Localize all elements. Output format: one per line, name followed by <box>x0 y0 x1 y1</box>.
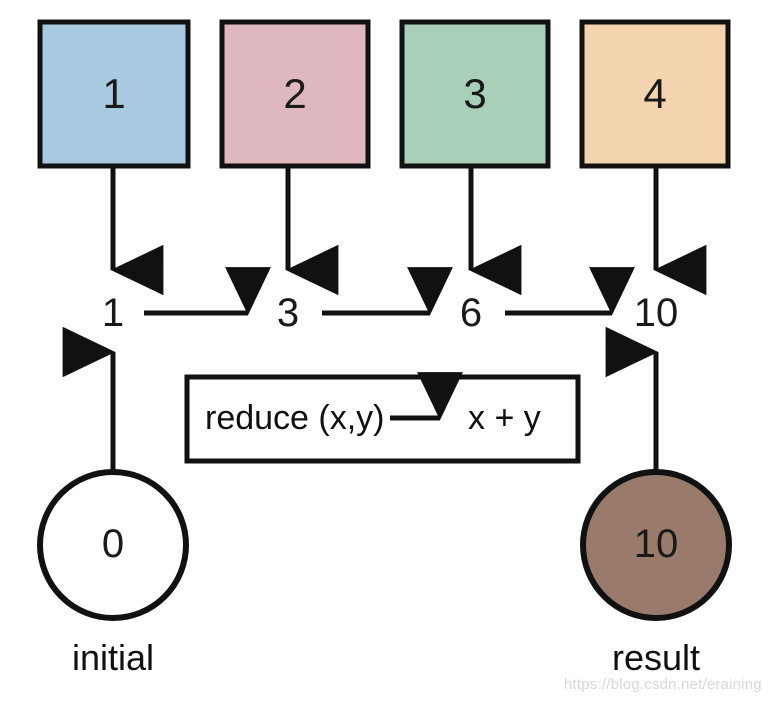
operation-box <box>184 374 581 464</box>
result-value-label: 10 <box>633 522 679 566</box>
initial-value-label: 0 <box>101 522 125 566</box>
input-box-1-label: 1 <box>102 70 126 117</box>
operation-prefix-label: reduce (x,y) <box>205 399 385 437</box>
result-caption: result <box>611 637 701 678</box>
input-box-4-label: 4 <box>643 70 667 117</box>
result-circle <box>580 469 732 621</box>
operation-suffix-label: x + y <box>468 399 541 437</box>
input-box-4 <box>579 19 731 169</box>
initial-circle <box>37 469 189 621</box>
input-box-3 <box>399 19 551 169</box>
input-box-2-label: 2 <box>283 70 307 117</box>
accumulator-value-2: 3 <box>276 291 300 335</box>
input-box-2 <box>219 19 371 169</box>
accumulator-value-3: 6 <box>459 291 483 335</box>
input-box-3-label: 3 <box>463 70 487 117</box>
accumulator-value-1: 1 <box>101 291 125 335</box>
accumulator-value-4: 10 <box>633 291 679 335</box>
watermark-text: https://blog.csdn.net/eraining <box>564 676 762 693</box>
input-box-1 <box>37 19 191 169</box>
initial-caption: initial <box>71 637 155 678</box>
